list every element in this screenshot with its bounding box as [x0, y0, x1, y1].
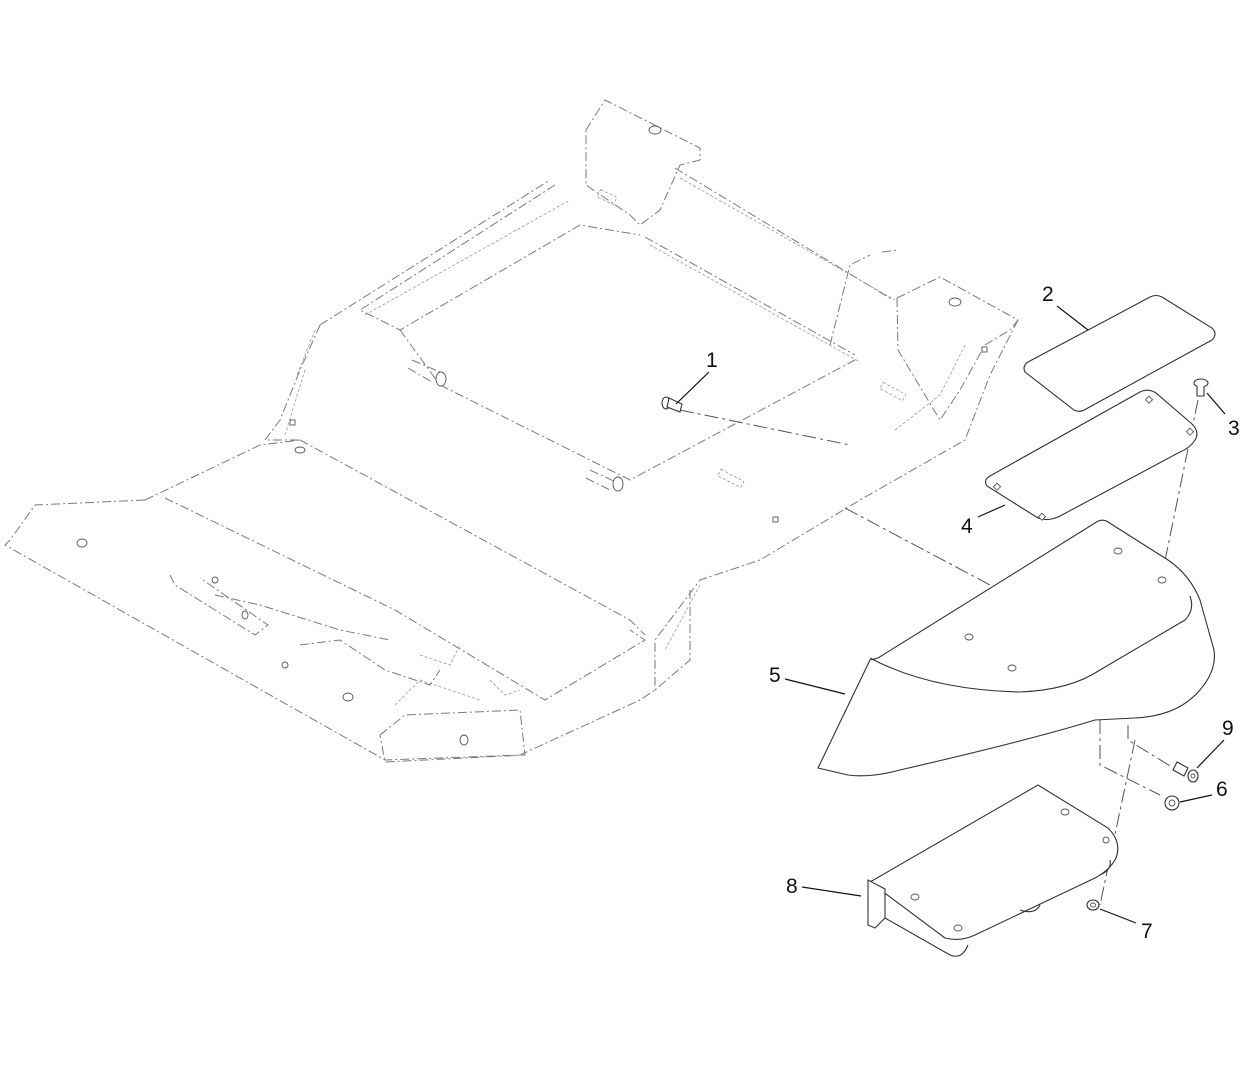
leader-7 [1099, 908, 1137, 924]
spacer-tube-lower [585, 469, 624, 492]
callout-2: 2 [1042, 283, 1054, 306]
callout-9: 9 [1222, 717, 1234, 740]
callout-7: 7 [1141, 920, 1153, 943]
part-9-bolt[interactable] [1172, 761, 1199, 783]
callout-1: 1 [706, 349, 718, 372]
callout-8: 8 [786, 875, 798, 898]
leader-1 [675, 371, 710, 405]
part-5-shroud[interactable] [817, 519, 1215, 777]
part-3-rivet[interactable] [1193, 378, 1209, 397]
spacer-tube-upper [407, 359, 447, 387]
leader-6 [1179, 794, 1213, 803]
callout-4: 4 [961, 515, 973, 538]
leader-4 [977, 504, 1006, 518]
callout-5: 5 [769, 664, 781, 687]
part-8-lower-bracket[interactable] [867, 784, 1119, 957]
leader-8 [801, 886, 862, 897]
callout-3: 3 [1228, 417, 1240, 440]
leader-5 [784, 678, 846, 695]
callout-6: 6 [1216, 778, 1228, 801]
leader-3 [1206, 392, 1226, 415]
callout-leaders [675, 305, 1226, 924]
part-6-flange-nut[interactable] [1164, 795, 1180, 811]
leader-2 [1056, 305, 1089, 331]
part-7-nut[interactable] [1086, 899, 1100, 911]
leader-9 [1196, 739, 1225, 769]
part-2-pad[interactable] [1023, 294, 1216, 412]
machine-frame-phantom [4, 99, 1019, 763]
part-1-pin[interactable] [661, 396, 683, 413]
part-4-mounting-plate[interactable] [984, 389, 1198, 521]
